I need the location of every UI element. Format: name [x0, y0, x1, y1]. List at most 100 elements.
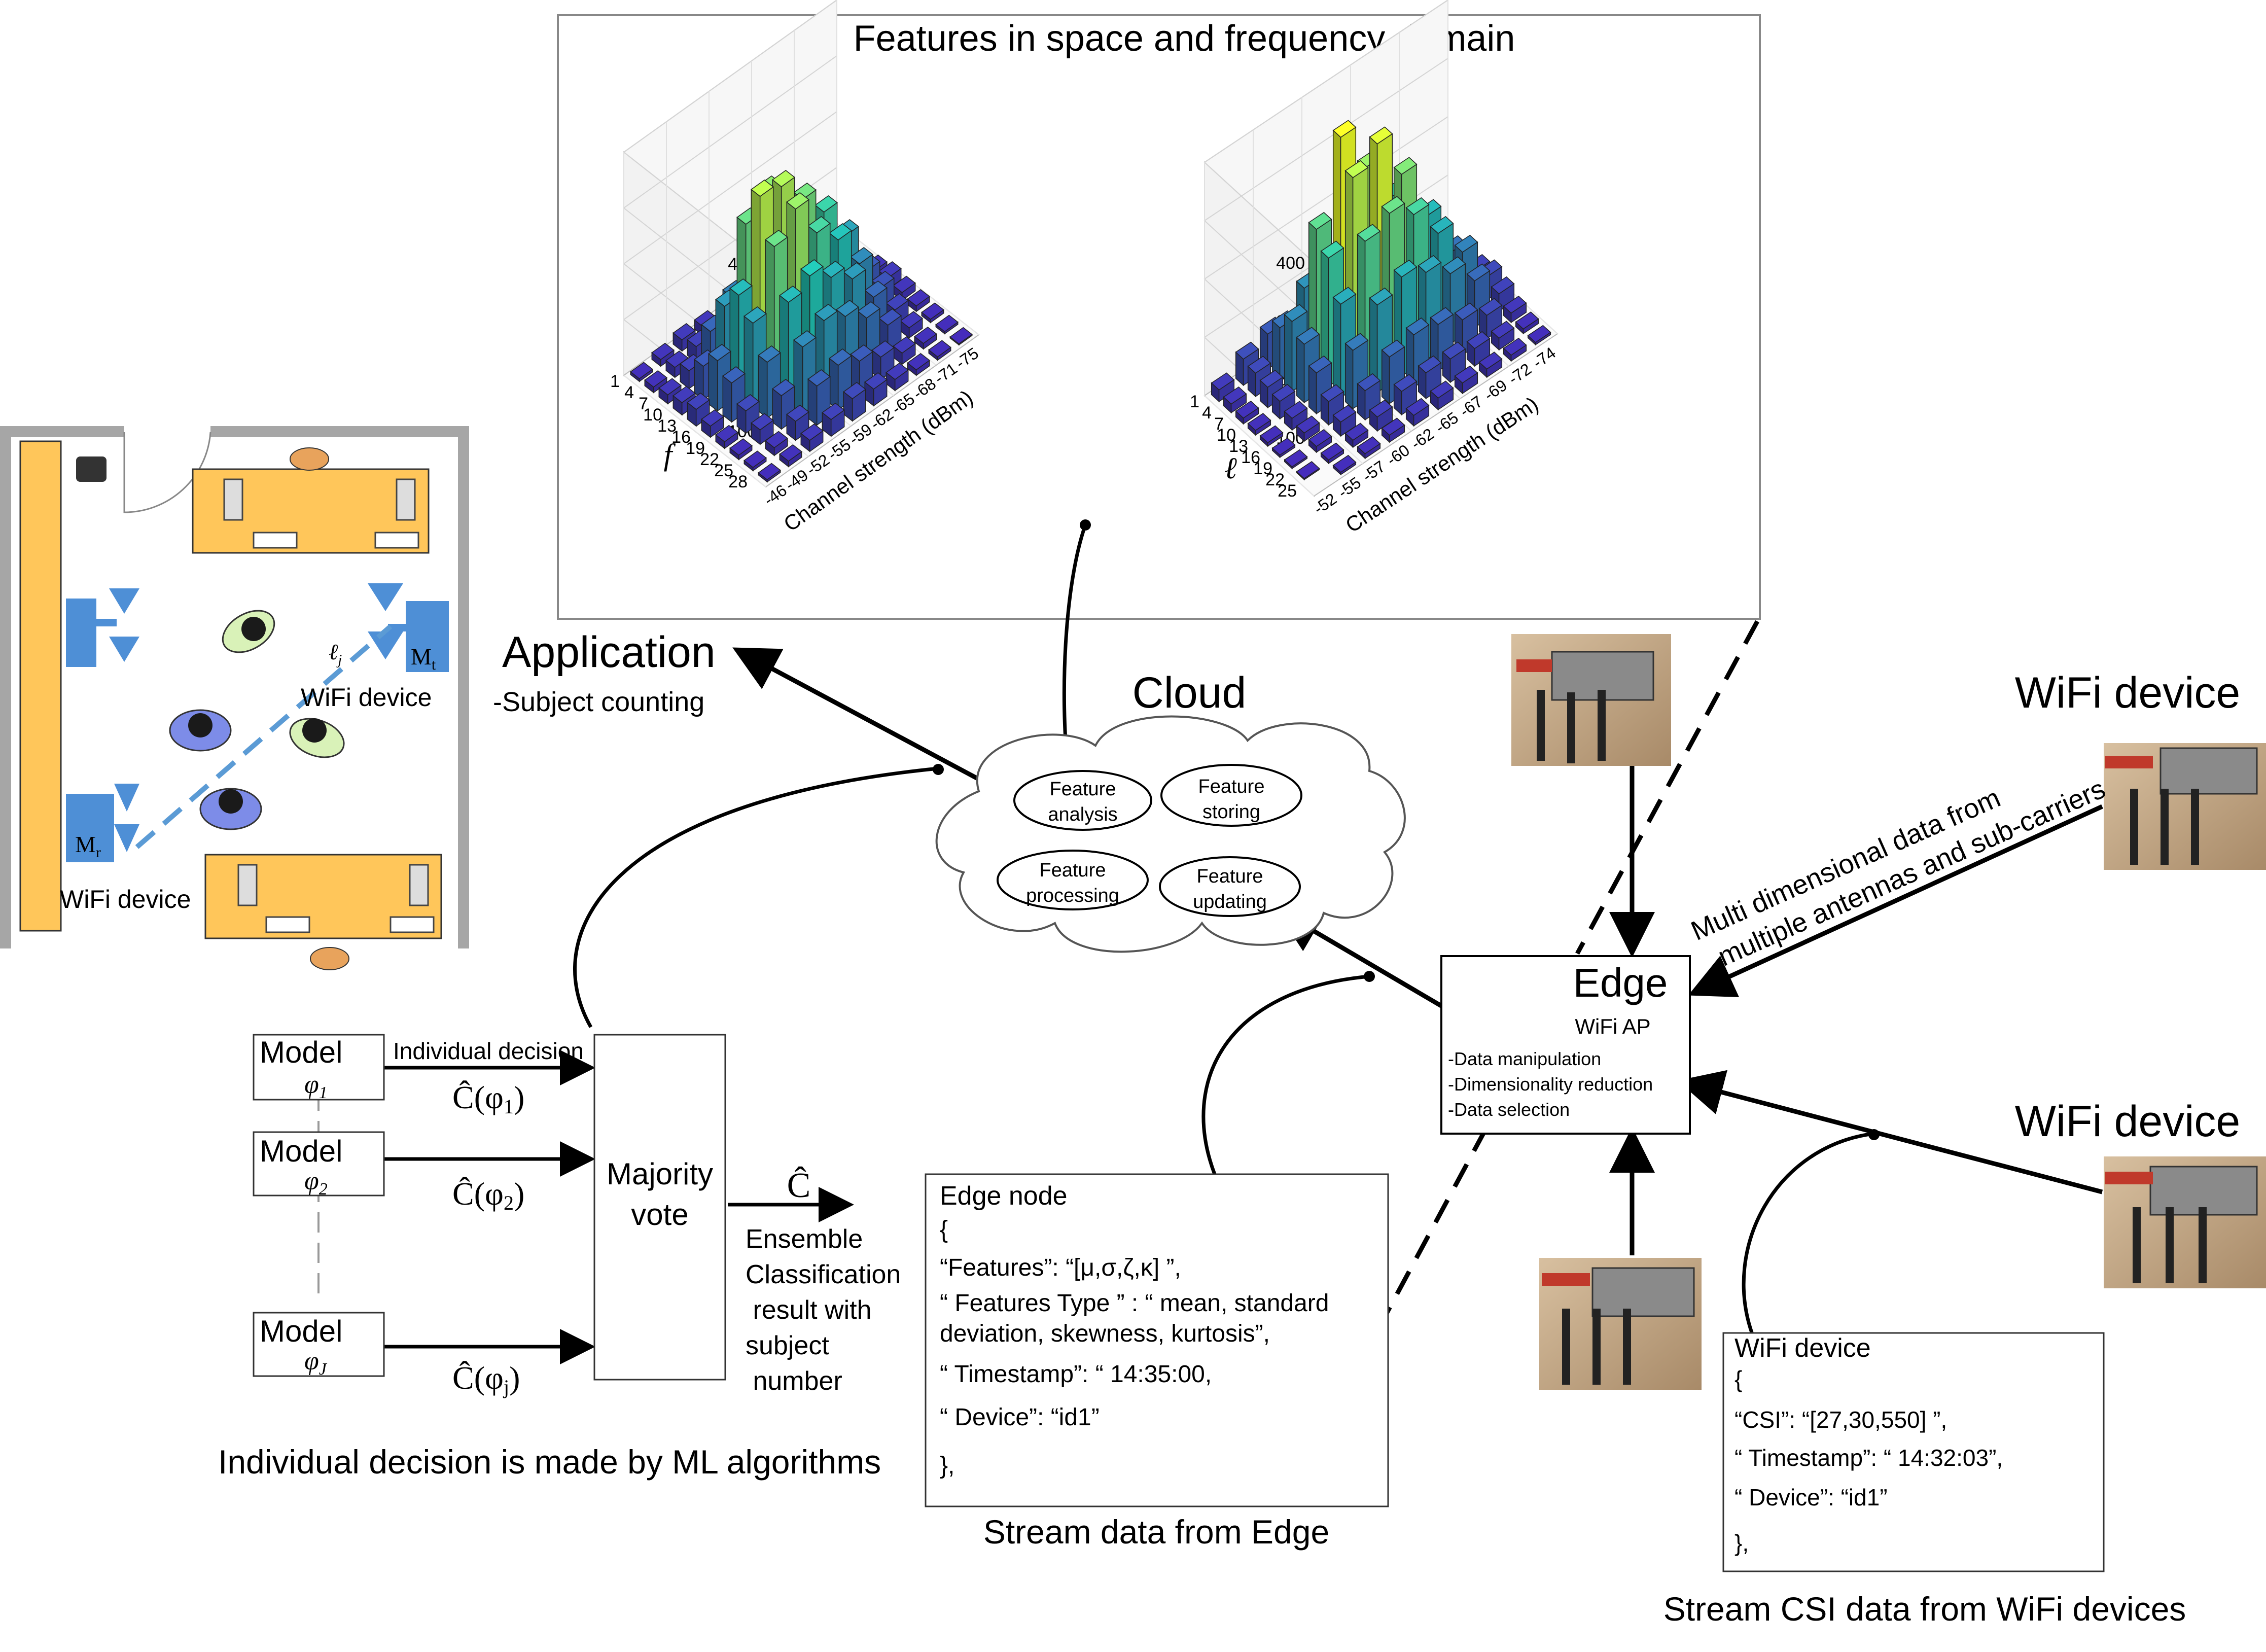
bin — [76, 456, 107, 482]
bar3d-column — [1235, 400, 1259, 425]
chart-row-tick: 19 — [1253, 459, 1272, 478]
bar3d-column — [1296, 461, 1320, 481]
ensemble-symbol: Ĉ — [787, 1166, 811, 1205]
edge-title: Edge — [1573, 960, 1668, 1005]
wifi-json-line: “ Device”: “id1” — [1734, 1484, 1888, 1510]
bar3d-column — [1332, 404, 1357, 437]
wifi-json-line: { — [1734, 1366, 1742, 1392]
chart-row-tick: 25 — [1278, 481, 1297, 501]
wifi-device-photo-top — [1511, 634, 1671, 766]
wifi-json-caption: Stream CSI data from WiFi devices — [1663, 1590, 2186, 1628]
wifi-device-left-icon — [66, 588, 139, 667]
chart-z-tick: 400 — [1276, 254, 1305, 273]
wifi-link-dashed — [135, 624, 393, 849]
chart-row-tick: 22 — [1265, 470, 1285, 489]
chart-row-tick: 13 — [657, 416, 677, 436]
chair-top — [290, 447, 329, 471]
chart-row-tick: 1 — [1190, 392, 1199, 411]
wifi-device-tx-label: WiFi device — [301, 683, 432, 712]
person-icon — [222, 610, 275, 653]
bar3d-column — [843, 381, 866, 422]
majority-vote-line1: Majority — [607, 1157, 713, 1191]
bar3d-column — [1271, 383, 1296, 420]
chart-row-tick: 7 — [1214, 414, 1224, 434]
chart-row-tick: 13 — [1229, 437, 1248, 456]
bar3d-column — [1381, 417, 1405, 443]
bar3d-column — [1247, 413, 1271, 436]
bar3d-column — [765, 431, 788, 456]
wifi-device-bottom-label: WiFi device — [2015, 1097, 2240, 1146]
tx-marker-sub: t — [432, 656, 436, 673]
bar3d-column — [687, 392, 710, 427]
model-box-1: Model φ1 — [253, 1034, 385, 1102]
top-wall-right — [210, 426, 469, 437]
right-wall — [458, 426, 469, 948]
cloud-to-application-arrow — [732, 647, 998, 791]
bar3d-column — [1527, 325, 1551, 346]
link-label: ℓ — [329, 640, 338, 664]
bar3d-column — [1491, 321, 1515, 351]
individual-decision-label: Individual decision — [393, 1038, 584, 1064]
cloud-item-processing: Feature processing — [997, 850, 1149, 910]
model1-output: Ĉ(φ1) — [452, 1079, 524, 1118]
wifi-device-photo-bottom — [1539, 1258, 1702, 1390]
chart-row-tick: 1 — [610, 372, 620, 391]
bar3d-column — [779, 444, 802, 468]
bar3d-chart-right: 100200300400147101316192225-52-55-57-60-… — [1190, 0, 1559, 537]
device-right-arrow — [1688, 804, 2103, 998]
svg-text:Feature: Feature — [1197, 866, 1263, 887]
chart-gridline — [1204, 395, 1315, 497]
bar3d-column — [1478, 352, 1503, 378]
cloud-item-analysis: Feature analysis — [1013, 770, 1152, 831]
device-lower-right-arrow — [1677, 1070, 2103, 1194]
rx-marker: M — [75, 831, 96, 857]
modelj-output: Ĉ(φj) — [452, 1360, 520, 1398]
bar3d-column — [1332, 454, 1357, 476]
bar3d-column — [949, 327, 973, 346]
chart-row-tick: 16 — [671, 428, 691, 447]
bar3d-column — [1308, 429, 1332, 453]
edge-node-line: “ Features Type ” : “ mean, standard — [940, 1290, 1329, 1317]
bar3d-column — [1454, 365, 1478, 395]
model2-output: Ĉ(φ2) — [452, 1176, 524, 1214]
vote-to-cloud-line — [573, 766, 939, 1028]
edge-subtitle: WiFi AP — [1575, 1014, 1650, 1038]
bar3d-column — [1430, 380, 1454, 411]
svg-text:Model: Model — [260, 1314, 342, 1348]
svg-text:Feature: Feature — [1198, 776, 1265, 797]
edge-node-title: Edge node — [940, 1181, 1068, 1211]
wifi-device-tx-icon — [368, 583, 449, 672]
model-box-j: Model φJ — [253, 1312, 385, 1379]
edge-box — [1440, 955, 1691, 1135]
bar3d-column — [886, 362, 909, 392]
floor-plan: Mt Mr ℓj WiFi device WiFi device — [0, 426, 469, 970]
connectors — [317, 519, 2103, 1432]
chart-row-tick: 10 — [1217, 426, 1236, 445]
bar3d-column — [701, 409, 724, 438]
edge-task: -Dimensionality reduction — [1448, 1074, 1653, 1095]
svg-text:Feature: Feature — [1040, 860, 1106, 881]
bar3d-column — [1223, 386, 1247, 414]
bar3d-column — [1284, 401, 1308, 431]
person-icon — [199, 788, 262, 830]
bar3d-column — [1357, 436, 1381, 460]
bar3d-column — [1515, 311, 1539, 335]
chart-row-tick: 22 — [700, 450, 719, 469]
bar3d-column — [907, 353, 930, 376]
long-cabinet — [19, 440, 62, 932]
chart-gridline — [623, 375, 766, 487]
ensemble-line: Classification — [746, 1260, 901, 1289]
chart-row-tick: 28 — [728, 472, 748, 491]
wifi-json-line: “CSI”: “[27,30,550] ”, — [1734, 1407, 1947, 1433]
edge-node-line: deviation, skewness, kurtosis”, — [940, 1320, 1270, 1347]
person-icon — [169, 709, 232, 752]
svg-text:Feature: Feature — [1050, 779, 1116, 800]
multi-data-line2: multiple antennas and sub-carriers — [1714, 774, 2110, 972]
edge-node-line: “ Device”: “id1” — [940, 1404, 1100, 1431]
ensemble-line: Ensemble — [746, 1224, 863, 1254]
svg-text:Mt: Mt — [411, 644, 436, 673]
bar3d-column — [822, 402, 845, 437]
svg-text:storing: storing — [1202, 801, 1260, 823]
bar3d-column — [1284, 449, 1308, 470]
chart-row-tick: 4 — [1202, 403, 1212, 423]
